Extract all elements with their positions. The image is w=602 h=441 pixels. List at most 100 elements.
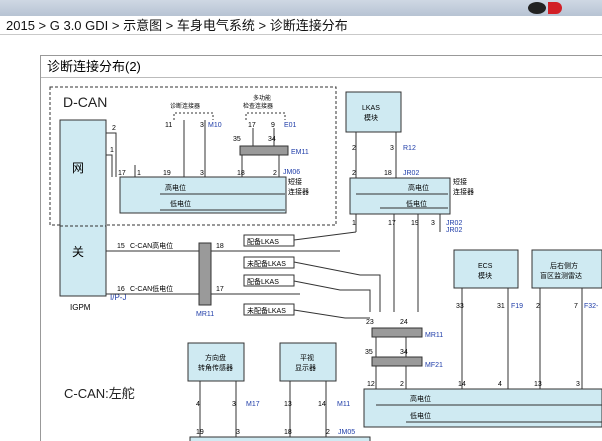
- svg-text:4: 4: [196, 401, 200, 408]
- svg-text:17: 17: [216, 286, 224, 293]
- gateway-top-label: 网: [72, 161, 84, 175]
- svg-text:2: 2: [273, 170, 277, 177]
- svg-text:M11: M11: [337, 401, 350, 408]
- gateway-box: [59, 119, 107, 297]
- svg-text:3: 3: [236, 429, 240, 436]
- svg-text:高电位: 高电位: [410, 394, 431, 403]
- svg-text:MF21: MF21: [425, 362, 443, 369]
- svg-text:M17: M17: [246, 401, 260, 408]
- svg-text:11: 11: [165, 122, 172, 129]
- svg-text:短接: 短接: [288, 177, 302, 186]
- head-up-display: [279, 342, 337, 382]
- svg-text:配备LKAS: 配备LKAS: [247, 277, 279, 286]
- svg-text:未配备LKAS: 未配备LKAS: [247, 306, 286, 315]
- svg-text:1: 1: [137, 170, 141, 177]
- svg-text:JR02: JR02: [446, 227, 462, 234]
- svg-text:多功能: 多功能: [253, 94, 271, 102]
- svg-text:34: 34: [268, 136, 276, 143]
- svg-text:14: 14: [458, 381, 466, 388]
- svg-text:短接: 短接: [453, 177, 467, 186]
- svg-text:18: 18: [284, 429, 292, 436]
- svg-text:高电位: 高电位: [165, 183, 186, 192]
- svg-text:13: 13: [284, 401, 292, 408]
- svg-text:19: 19: [163, 170, 171, 177]
- svg-text:盲区监测雷达: 盲区监测雷达: [540, 271, 582, 280]
- svg-text:18: 18: [237, 170, 245, 177]
- svg-text:MR11: MR11: [425, 332, 443, 339]
- svg-text:未配备LKAS: 未配备LKAS: [247, 259, 286, 268]
- svg-text:ECS: ECS: [478, 263, 493, 270]
- breadcrumb[interactable]: 2015 > G 3.0 GDI > 示意图 > 车身电气系统 > 诊断连接分布: [0, 16, 602, 35]
- dcan-frame: [49, 86, 337, 226]
- svg-text:后右侧方: 后右侧方: [550, 261, 578, 270]
- svg-text:JM06: JM06: [283, 169, 300, 176]
- svg-text:MR11: MR11: [196, 311, 214, 318]
- svg-text:3: 3: [576, 381, 580, 388]
- svg-text:E01: E01: [284, 122, 297, 129]
- svg-text:F19: F19: [511, 303, 523, 310]
- svg-text:低电位: 低电位: [410, 411, 431, 420]
- svg-text:高电位: 高电位: [408, 183, 429, 192]
- svg-text:12: 12: [367, 381, 375, 388]
- svg-text:模块: 模块: [478, 271, 492, 280]
- svg-text:18: 18: [216, 243, 224, 250]
- svg-text:31: 31: [497, 303, 505, 310]
- ipj-label: I/P-J: [110, 293, 126, 302]
- svg-text:19: 19: [411, 220, 419, 227]
- svg-text:平视: 平视: [300, 353, 314, 362]
- svg-text:2: 2: [352, 170, 356, 177]
- svg-text:35: 35: [233, 136, 241, 143]
- svg-text:JM05: JM05: [338, 429, 355, 436]
- svg-text:JR02: JR02: [403, 170, 419, 177]
- svg-text:检查连接器: 检查连接器: [243, 102, 273, 110]
- svg-text:15: 15: [117, 243, 125, 250]
- svg-text:14: 14: [318, 401, 326, 408]
- svg-text:JR02: JR02: [446, 220, 462, 227]
- svg-text:F32-: F32-: [584, 303, 599, 310]
- svg-text:R12: R12: [403, 145, 416, 152]
- gateway-bottom-label: 关: [72, 245, 84, 259]
- ccan-label: C-CAN:左舵: [64, 386, 135, 401]
- svg-text:2: 2: [112, 125, 116, 132]
- mr11-connector-left: [198, 242, 212, 306]
- svg-text:显示器: 显示器: [295, 364, 316, 372]
- svg-text:2: 2: [536, 303, 540, 310]
- svg-text:模块: 模块: [364, 113, 378, 122]
- svg-text:7: 7: [574, 303, 578, 310]
- svg-text:转角传感器: 转角传感器: [198, 363, 233, 372]
- svg-text:4: 4: [498, 381, 502, 388]
- brand-logo: [528, 0, 562, 16]
- panel-title: 诊断连接分布(2): [41, 56, 602, 78]
- svg-text:M10: M10: [208, 122, 222, 129]
- svg-text:配备LKAS: 配备LKAS: [247, 237, 279, 246]
- svg-text:连接器: 连接器: [453, 187, 474, 196]
- svg-text:17: 17: [248, 122, 256, 129]
- top-banner: [0, 0, 602, 16]
- svg-text:3: 3: [232, 401, 236, 408]
- svg-text:3: 3: [390, 145, 394, 152]
- svg-text:EM11: EM11: [291, 149, 309, 156]
- svg-text:1: 1: [110, 147, 114, 154]
- svg-text:13: 13: [534, 381, 542, 388]
- ecs-module: [453, 249, 519, 289]
- rear-radar-module: [531, 249, 602, 289]
- svg-text:低电位: 低电位: [170, 199, 191, 208]
- svg-text:连接器: 连接器: [288, 187, 309, 196]
- svg-text:2: 2: [400, 381, 404, 388]
- svg-text:9: 9: [271, 122, 275, 129]
- svg-text:3: 3: [200, 170, 204, 177]
- svg-text:23: 23: [366, 319, 374, 326]
- mf21-connector: [371, 356, 423, 367]
- steering-sensor: [187, 342, 245, 382]
- svg-text:34: 34: [400, 349, 408, 356]
- dcan-label: D-CAN: [63, 94, 107, 110]
- svg-text:C-CAN低电位: C-CAN低电位: [130, 284, 173, 293]
- short-connector-right: [349, 177, 451, 215]
- svg-text:24: 24: [400, 319, 408, 326]
- svg-text:18: 18: [384, 170, 392, 177]
- svg-text:19: 19: [196, 429, 204, 436]
- svg-text:33: 33: [456, 303, 464, 310]
- em11-connector: [239, 145, 289, 156]
- svg-text:C-CAN高电位: C-CAN高电位: [130, 241, 173, 250]
